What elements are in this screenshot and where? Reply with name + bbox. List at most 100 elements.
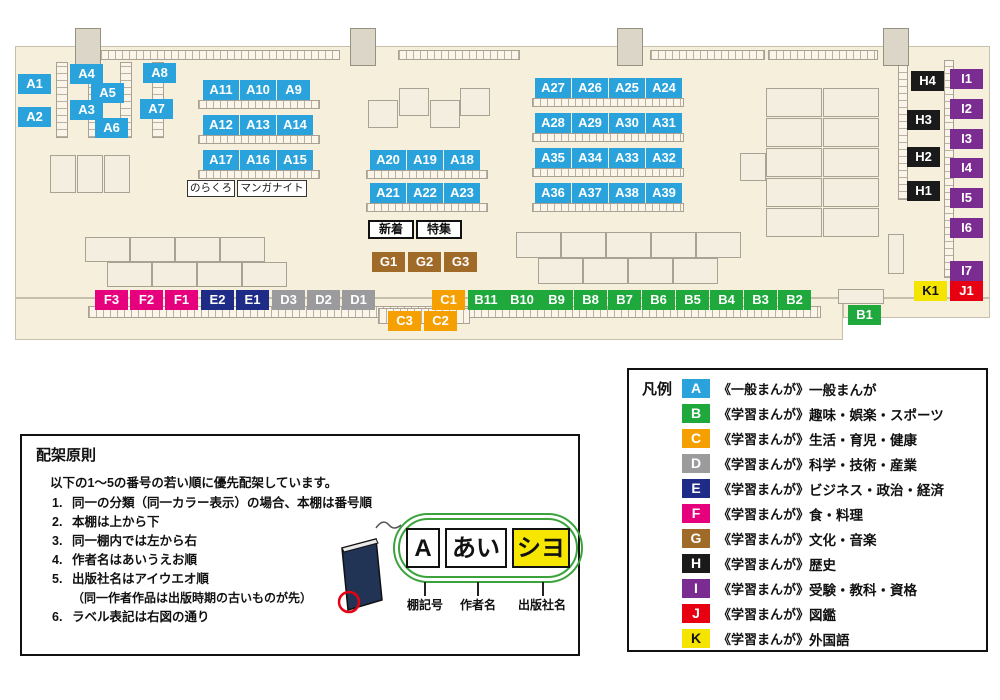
shelf-block [651,232,696,258]
legend-entry-g: G《学習まんが》文化・音楽 [682,526,944,551]
shelf-label-b11: B11 [468,290,504,310]
shelf-block [516,232,561,258]
shelf-label-b7: B7 [608,290,641,310]
shelf-label-i1: I1 [950,69,983,89]
shelf-strip [898,62,908,200]
legend-entry-a: A《一般まんが》一般まんが [682,376,944,401]
legend-entry-name: ビジネス・政治・経済 [809,482,945,498]
caption-author: 作者名 [460,598,497,612]
shelf-block [628,258,673,284]
legend-title: 凡例 [642,381,673,398]
sample-shelf-code: A [406,528,440,568]
shelf-label-c1: C1 [432,290,465,310]
shelf-block [104,155,130,193]
shelf-block [696,232,741,258]
shelf-label-a14: A14 [277,115,313,135]
shelf-block [766,208,822,237]
legend-entry-bracket: 《一般まんが》 [718,382,810,397]
shelf-label-a11: A11 [203,80,239,100]
shelf-label-i3: I3 [950,129,983,149]
shelf-label-a36: A36 [535,183,571,203]
shelf-label-a18: A18 [444,150,480,170]
legend-letter-h: H [682,554,710,573]
shelf-block [561,232,606,258]
shelf-block [838,289,884,304]
legend-letter-b: B [682,404,710,423]
shelf-label-a9: A9 [277,80,310,100]
book-icon [337,521,402,614]
shelf-label-h3: H3 [907,110,940,130]
shelf-label-a13: A13 [240,115,276,135]
legend-entry-f: F《学習まんが》食・料理 [682,501,944,526]
shelf-label-b6: B6 [642,290,675,310]
shelf-label-h1: H1 [907,181,940,201]
principle-item-2: 2.本棚は上から下 [52,515,160,529]
shelf-label-b10: B10 [504,290,540,310]
map-sign: 新着 [368,220,414,239]
principles-intro: 以下の1～5の番号の若い順に優先配架しています。 [50,476,338,490]
shelf-label-b2: B2 [778,290,811,310]
shelf-strip [366,203,488,212]
shelf-label-i5: I5 [950,188,983,208]
shelf-block [888,234,904,274]
shelf-strip [366,170,488,179]
shelf-label-a26: A26 [572,78,608,98]
caption-shelf-code: 棚記号 [407,598,444,612]
shelf-label-a35: A35 [535,148,571,168]
shelf-label-i4: I4 [950,158,983,178]
shelf-strip [532,203,684,212]
shelf-label-a22: A22 [407,183,443,203]
shelf-label-a3: A3 [70,100,103,120]
shelf-label-a8: A8 [143,63,176,83]
legend-entry-name: 食・料理 [809,507,864,523]
caption-line [477,582,479,596]
shelf-block [766,148,822,177]
sample-author-name: あい [445,528,507,568]
shelf-label-a7: A7 [140,99,173,119]
principle-item-1: 1.同一の分類（同一カラー表示）の場合、本棚は番号順 [52,496,373,510]
legend-entry-name: 科学・技術・産業 [809,457,918,473]
shelf-block [50,155,76,193]
shelf-label-b4: B4 [710,290,743,310]
shelf-block [583,258,628,284]
principles-list: 1.同一の分類（同一カラー表示）の場合、本棚は番号順 2.本棚は上から下 3.同一棚… [52,494,372,627]
shelf-block [220,237,265,262]
shelf-block [197,262,242,287]
shelf-label-a38: A38 [609,183,645,203]
caption-line [424,582,426,596]
shelf-label-d1: D1 [342,290,375,310]
legend-entry-h: H 《学習まんが》歴史 [682,551,944,576]
shelf-label-h2: H2 [907,147,940,167]
legend-entry-name: 図鑑 [809,607,837,623]
shelf-block [823,178,879,207]
map-sign: マンガナイト [237,180,307,197]
shelf-block [823,208,879,237]
legend-entry-bracket: 《学習まんが》 [718,432,810,447]
legend-entry-name: 歴史 [809,557,837,573]
shelf-label-a27: A27 [535,78,571,98]
principle-item-5: 5.出版社名はアイウエオ順 [52,572,209,586]
shelf-label-a39: A39 [646,183,682,203]
shelf-label-g1: G1 [372,252,405,272]
shelf-block [368,100,398,128]
legend-entry-d: D《学習まんが》科学・技術・産業 [682,451,944,476]
shelf-label-a37: A37 [572,183,608,203]
shelf-label-a30: A30 [609,113,645,133]
shelf-block [242,262,287,287]
shelf-label-c3: C3 [388,311,421,331]
shelf-block [766,178,822,207]
principle-item-3: 3.同一棚内では左から右 [52,534,198,548]
shelf-label-a31: A31 [646,113,682,133]
legend-entry-bracket: 《学習まんが》 [718,557,810,572]
legend-entry-bracket: 《学習まんが》 [718,407,810,422]
shelf-strip [198,100,320,109]
legend-entry-e: E《学習まんが》ビジネス・政治・経済 [682,476,944,501]
legend-letter-g: G [682,529,710,548]
shelf-block [740,153,766,181]
caption-line [542,582,544,596]
shelf-strip [532,168,684,177]
shelf-label-a12: A12 [203,115,239,135]
principle-item-4: 4.作者名はあいうえお順 [52,553,198,567]
principle-item-sub: （同一作者作品は出版時期の古いものが先） [72,591,313,605]
